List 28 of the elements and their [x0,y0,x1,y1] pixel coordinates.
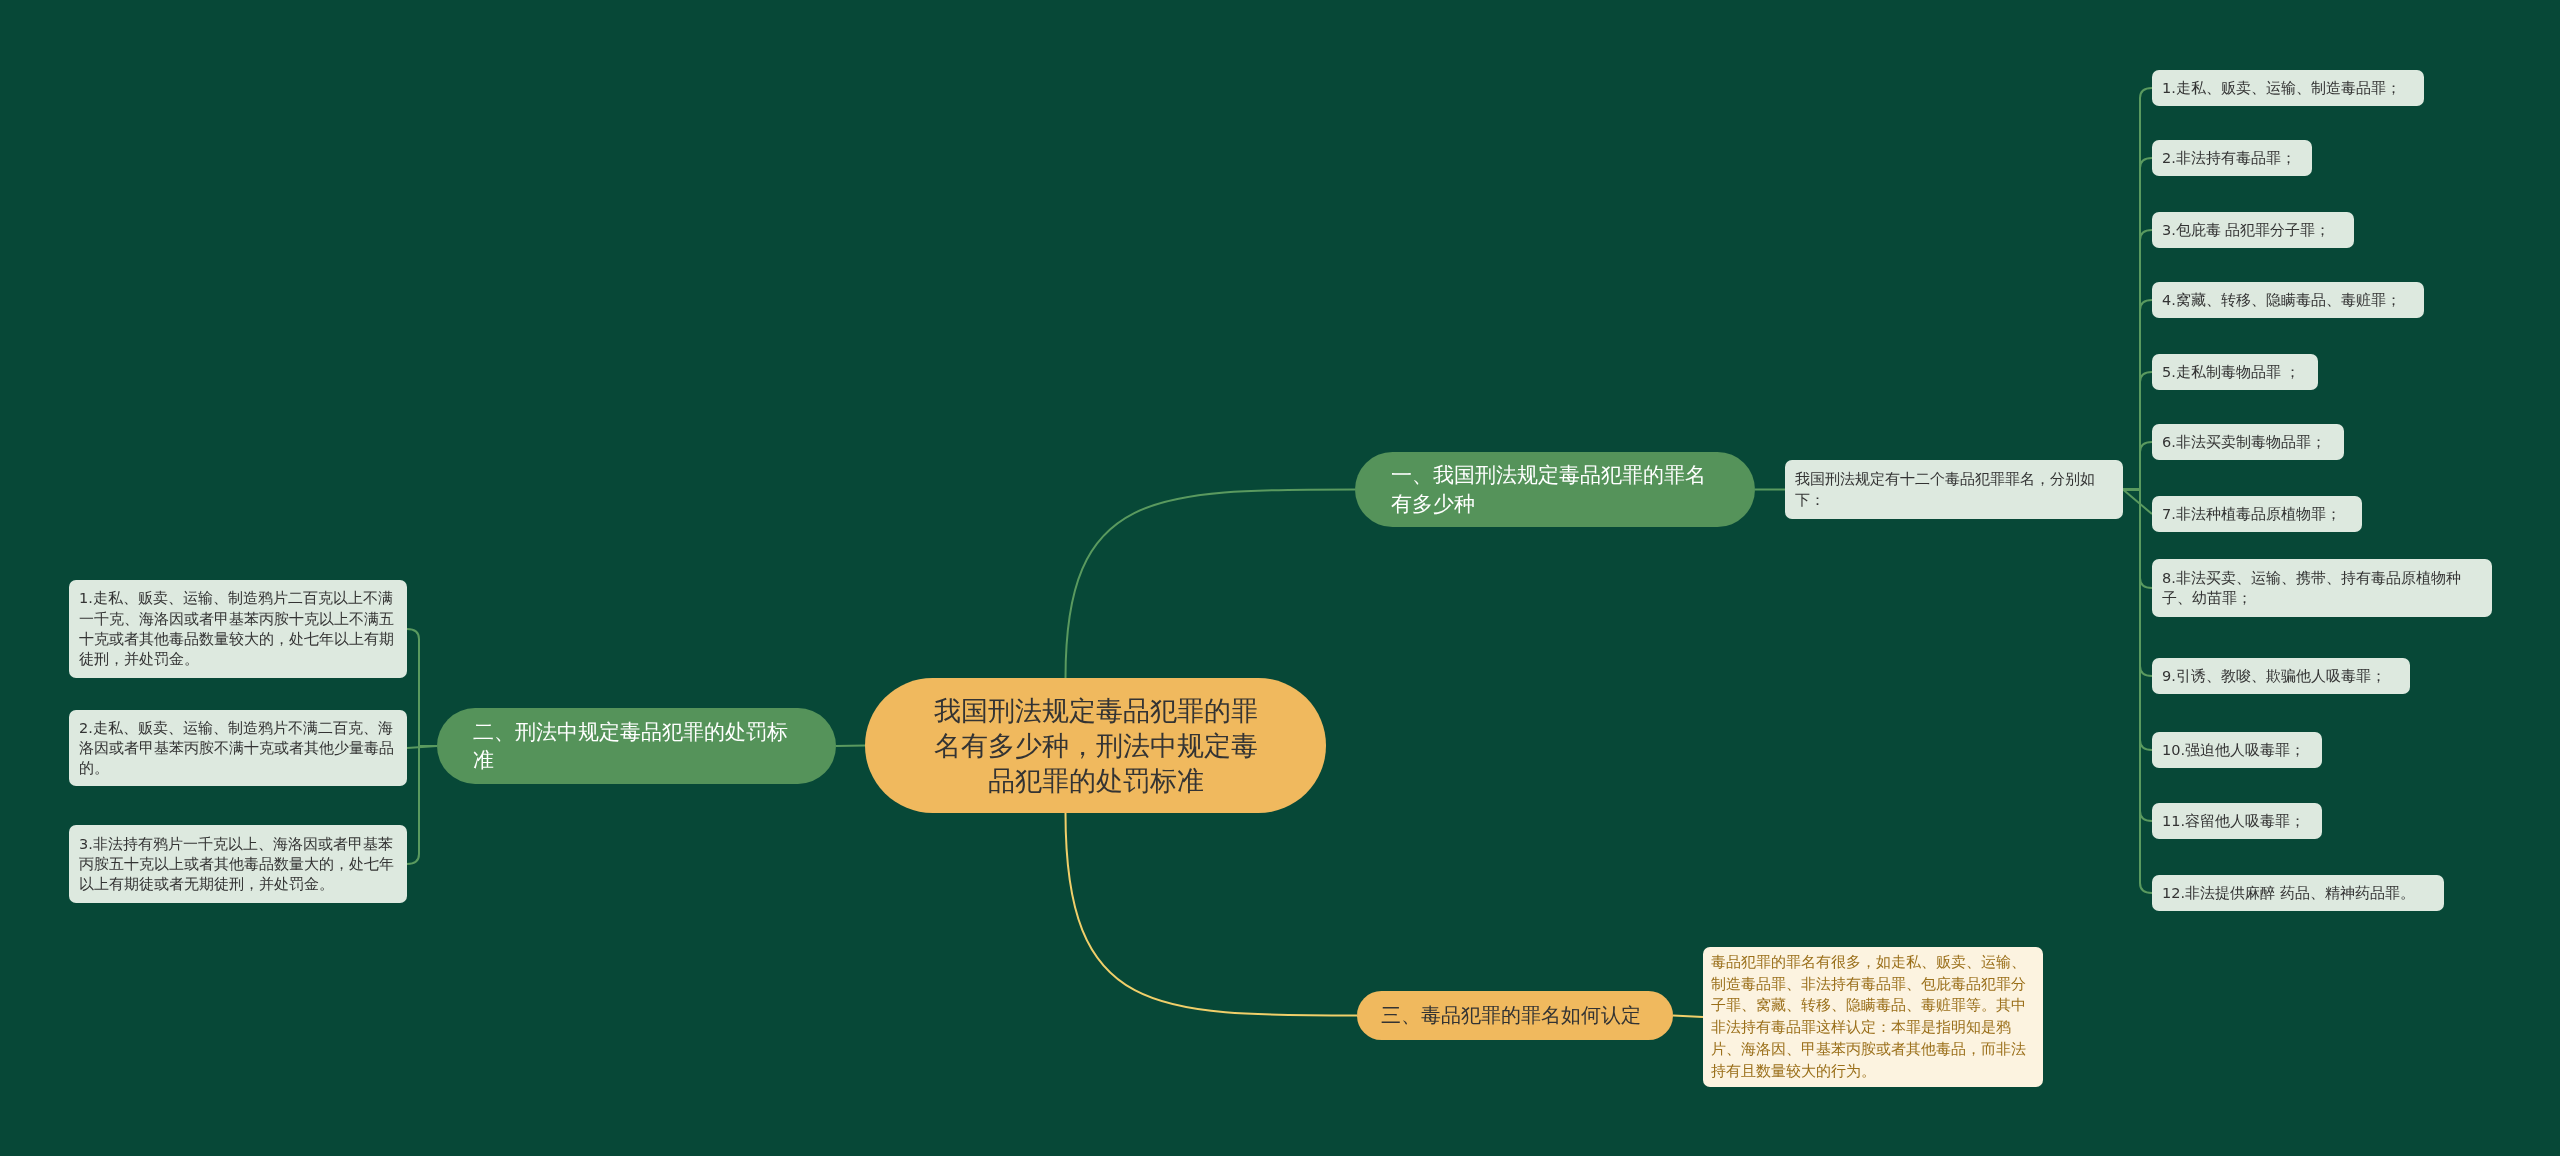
connector-line [406,745,438,865]
connector-line [2122,488,2153,515]
central-topic: 我国刑法规定毒品犯罪的罪名有多少种，刑法中规定毒品犯罪的处罚标准 [865,678,1326,813]
branch-bubble: 一、我国刑法规定毒品犯罪的罪名有多少种 [1355,452,1755,527]
text-box: 1.走私、贩卖、运输、制造毒品罪； [2152,70,2424,106]
branch-bubble: 三、毒品犯罪的罪名如何认定 [1357,991,1673,1040]
connector-line [1672,1014,1704,1018]
text-box: 3.非法持有鸦片一千克以上、海洛因或者甲基苯丙胺五十克以上或者其他毒品数量大的，处七年以上有期徒或者无期徒刑，并处罚金。 [69,825,407,903]
text-box: 7.非法种植毒品原植物罪； [2152,496,2362,532]
connector-line [1754,488,1786,491]
text-box: 8.非法买卖、运输、携带、持有毒品原植物种子、幼苗罪； [2152,559,2492,617]
branch-bubble: 二、刑法中规定毒品犯罪的处罚标准 [437,708,836,784]
text-box: 5.走私制毒物品罪 ； [2152,354,2318,390]
text-box: 2.走私、贩卖、运输、制造鸦片不满二百克、海洛因或者甲基苯丙胺不满十克或者其他少量毒品的。 [69,710,407,786]
text-box: 11.容留他人吸毒罪； [2152,803,2322,839]
text-box: 3.包庇毒 品犯罪分子罪； [2152,212,2354,248]
connector-line [1064,812,1358,1017]
connector-line [835,744,866,747]
text-box: 6.非法买卖制毒物品罪； [2152,424,2344,460]
text-box: 1.走私、贩卖、运输、制造鸦片二百克以上不满一千克、海洛因或者甲基苯丙胺十克以上不满五十克或者其他毒品数量较大的，处七年以上有期徒刑，并处罚金。 [69,580,407,678]
text-box: 10.强迫他人吸毒罪； [2152,732,2322,768]
text-box: 12.非法提供麻醉 药品、精神药品罪。 [2152,875,2444,911]
text-box: 4.窝藏、转移、隐瞒毒品、毒赃罪； [2152,282,2424,318]
text-box: 9.引诱、教唆、欺骗他人吸毒罪； [2152,658,2410,694]
text-box: 2.非法持有毒品罪； [2152,140,2312,176]
text-box: 我国刑法规定有十二个毒品犯罪罪名，分别如下： [1785,460,2123,519]
text-box: 毒品犯罪的罪名有很多，如走私、贩卖、运输、制造毒品罪、非法持有毒品罪、包庇毒品犯罪分子罪、窝藏、转移、隐瞒毒品、毒赃罪等。其中非法持有毒品罪这样认定：本罪是指明知是鸦片、海洛因、甲基苯丙胺或者其他毒品，而非法持有且数量较大的行为。 [1703,947,2043,1087]
connector-line [1064,488,1356,679]
